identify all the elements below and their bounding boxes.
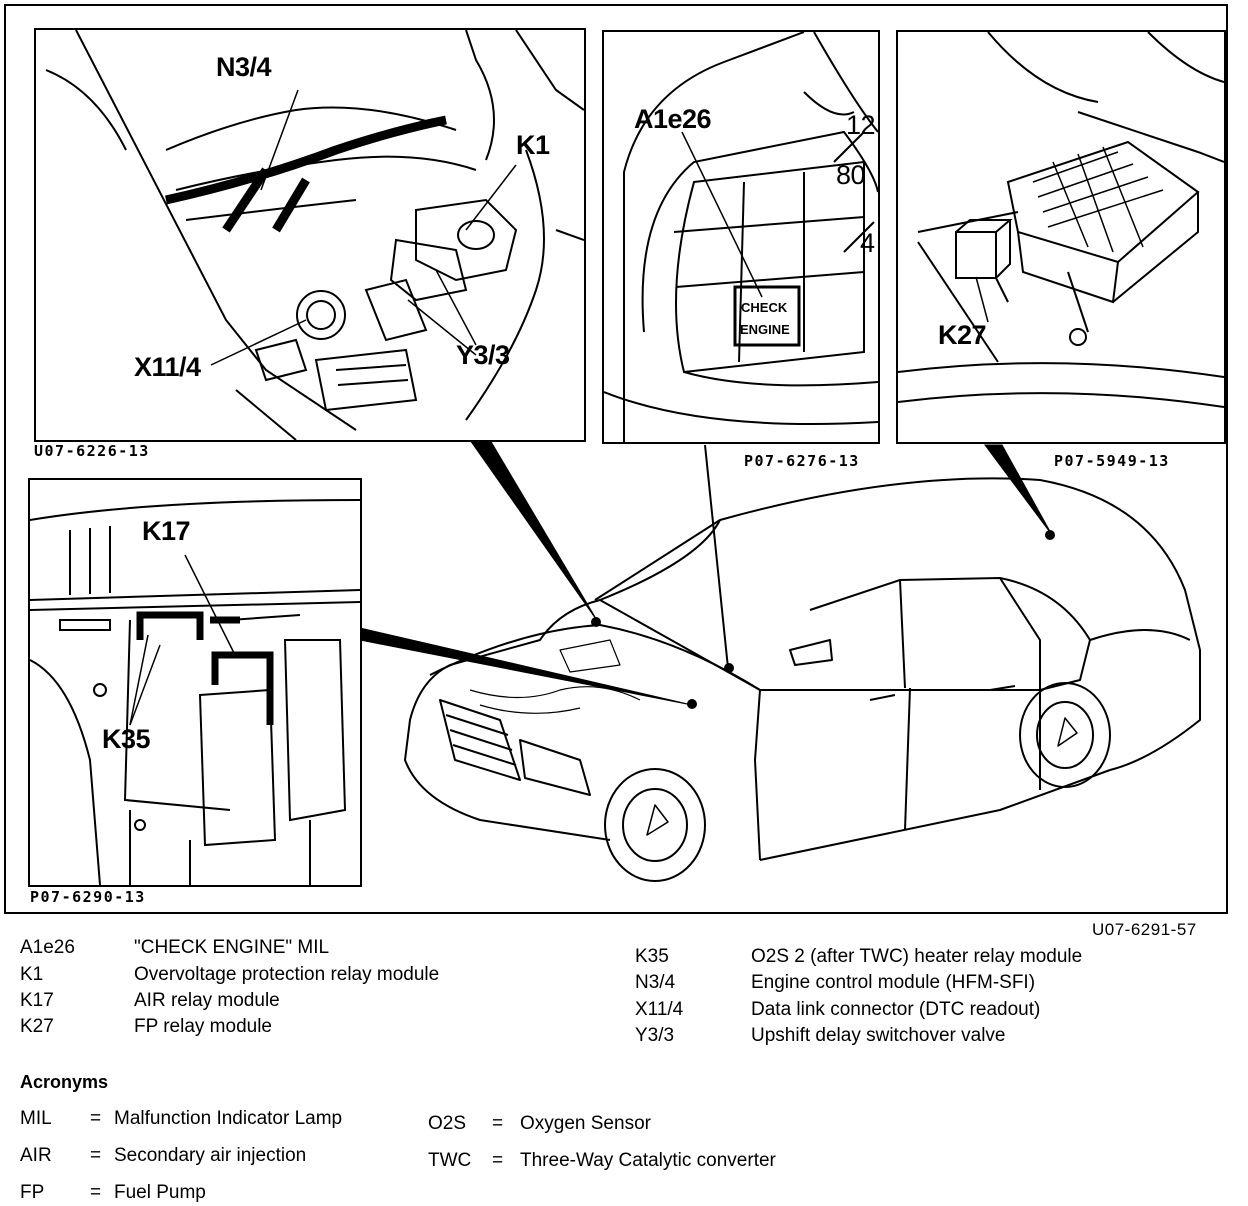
code-relay-inset: P07-6290-13 <box>30 888 146 906</box>
acronym-o2s: O2S=Oxygen Sensor <box>428 1113 651 1134</box>
code-engine-inset: U07-6226-13 <box>34 442 150 460</box>
label-k17: K17 <box>142 516 191 546</box>
label-k27: K27 <box>938 320 987 350</box>
mil-text-engine: ENGINE <box>740 322 790 337</box>
engine-bay-drawing <box>45 30 584 440</box>
code-fuse-inset: P07-5949-13 <box>1054 452 1170 470</box>
label-x11-4: X11/4 <box>134 352 201 382</box>
gauge-number-4: 4 <box>860 228 875 258</box>
figure-code: U07-6291-57 <box>1092 920 1197 939</box>
gauge-number-80: 80 <box>836 160 866 190</box>
label-k1: K1 <box>516 130 550 160</box>
acronym-twc: TWC=Three-Way Catalytic converter <box>428 1150 776 1171</box>
label-n3-4: N3/4 <box>216 52 272 82</box>
acronyms-title: Acronyms <box>20 1072 109 1092</box>
diagram-frame <box>4 4 1228 914</box>
cluster-drawing <box>604 32 878 442</box>
code-cluster-inset: P07-6276-13 <box>744 452 860 470</box>
mil-text-check: CHECK <box>741 300 788 315</box>
fuse-box-drawing <box>898 32 1224 408</box>
inset-instrument-cluster: A1e26 12 80 4 CHECK ENGINE <box>602 30 880 444</box>
inset-fuse-box: K27 <box>896 30 1226 444</box>
inset-engine-bay: N3/4 K1 X11/4 Y3/3 <box>34 28 586 442</box>
label-k35: K35 <box>102 724 151 754</box>
gauge-number-12: 12 <box>846 110 876 140</box>
inset-relay-module: K17 K35 <box>28 478 362 887</box>
relay-module-drawing <box>30 499 360 885</box>
legend-item-a1e26: A1e26"CHECK ENGINE" MIL <box>20 937 330 958</box>
acronym-air: AIR=Secondary air injection <box>20 1145 307 1166</box>
label-a1e26: A1e26 <box>634 104 712 134</box>
label-y3-3: Y3/3 <box>456 340 510 370</box>
acronym-mil: MIL=Malfunction Indicator Lamp <box>20 1108 343 1129</box>
acronym-fp: FP=Fuel Pump <box>20 1182 206 1203</box>
